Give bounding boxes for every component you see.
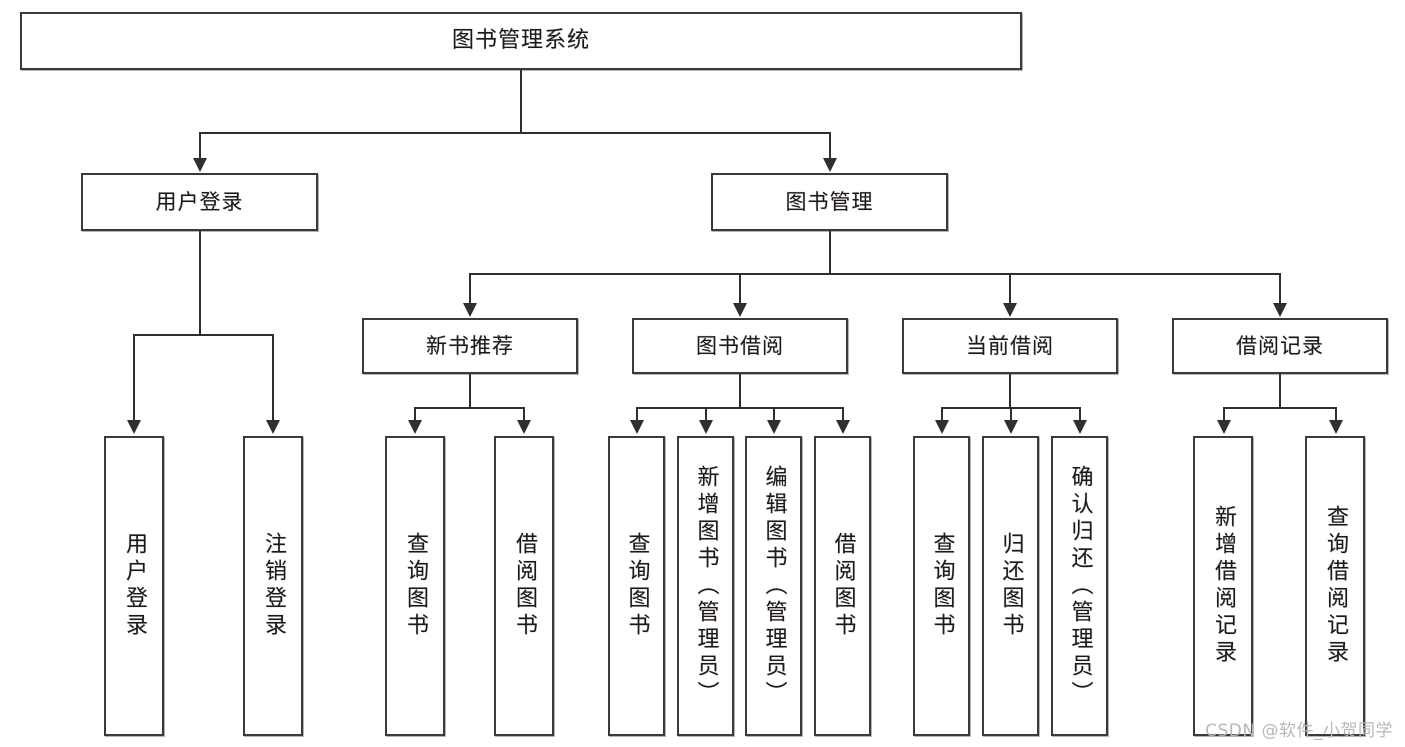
leaf-confirm-return-admin[interactable]: 确认归还（管理员） [1051,436,1108,736]
node-label: 归还图书 [998,532,1024,640]
connector-to-new-book [469,273,471,305]
node-label: 确认归还（管理员） [1067,464,1093,708]
leaf-add-borrow-record[interactable]: 新增借阅记录 [1193,436,1253,736]
node-label: 新书推荐 [426,333,514,358]
connector-root-bus [199,132,831,134]
node-label: 查询图书 [624,532,650,640]
arrow-down-icon [463,303,477,317]
node-label: 新增图书（管理员） [693,464,719,708]
node-label: 查询图书 [929,532,955,640]
node-label: 查询图书 [403,532,428,640]
connector-new-book-stem [469,374,471,407]
leaf-query-book-current[interactable]: 查询图书 [913,436,970,736]
arrow-down-icon [630,420,644,434]
arrow-down-icon [1329,420,1343,434]
leaf-user-login[interactable]: 用户登录 [104,436,164,736]
leaf-query-book-recommend[interactable]: 查询图书 [385,436,445,736]
connector-to-leaf [636,407,638,422]
arrow-down-icon [1073,420,1087,434]
connector-user-login-stem [199,231,201,334]
node-label: 借阅图书 [512,532,537,640]
connector-to-leaf [1223,407,1225,422]
node-label: 图书借阅 [696,333,784,358]
connector-to-book-borrow [739,273,741,305]
node-current-borrow[interactable]: 当前借阅 [902,318,1118,374]
arrow-down-icon [823,158,837,172]
arrow-down-icon [1003,303,1017,317]
arrow-down-icon [1004,420,1018,434]
connector-to-leaf [842,407,844,422]
leaf-return-book[interactable]: 归还图书 [982,436,1039,736]
arrow-down-icon [1273,303,1287,317]
arrow-down-icon [935,420,949,434]
leaf-query-book-borrow[interactable]: 查询图书 [608,436,665,736]
node-label: 新增借阅记录 [1211,505,1236,667]
connector-book-mgmt-stem [829,231,831,273]
connector-new-book-bus [414,407,524,409]
connector-current-borrow-stem [1009,374,1011,407]
leaf-add-book-admin[interactable]: 新增图书（管理员） [677,436,734,736]
node-book-management[interactable]: 图书管理 [711,173,948,231]
node-label: 用户登录 [155,189,244,214]
arrow-down-icon [266,420,280,434]
connector-book-mgmt-bus [469,273,1281,275]
connector-to-leaf [1079,407,1081,422]
node-label: 图书管理 [785,189,874,214]
node-label: 编辑图书（管理员） [761,464,787,708]
node-label: 注销登录 [261,532,286,640]
connector-to-leaf [523,407,525,422]
connector-root-to-book-mgmt [829,132,831,160]
node-label: 当前借阅 [966,333,1054,358]
node-label: 图书管理系统 [451,28,590,54]
node-book-borrow[interactable]: 图书借阅 [632,318,848,374]
leaf-logout[interactable]: 注销登录 [243,436,303,736]
node-borrow-record[interactable]: 借阅记录 [1172,318,1388,374]
leaf-edit-book-admin[interactable]: 编辑图书（管理员） [745,436,802,736]
connector-to-borrow-record [1279,273,1281,305]
node-label: 借阅图书 [830,532,856,640]
connector-to-leaf [941,407,943,422]
watermark-text: CSDN @软件_小贺同学 [1205,721,1393,741]
arrow-down-icon [193,158,207,172]
connector-to-leaf [705,407,707,422]
arrow-down-icon [733,303,747,317]
connector-to-leaf [272,334,274,422]
connector-borrow-record-bus [1223,407,1336,409]
node-user-login[interactable]: 用户登录 [81,173,318,231]
node-label: 借阅记录 [1236,333,1324,358]
connector-borrow-record-stem [1279,374,1281,407]
arrow-down-icon [767,420,781,434]
arrow-down-icon [517,420,531,434]
connector-to-leaf [1010,407,1012,422]
arrow-down-icon [127,420,141,434]
arrow-down-icon [1217,420,1231,434]
connector-book-borrow-stem [739,374,741,407]
arrow-down-icon [408,420,422,434]
leaf-borrow-book-recommend[interactable]: 借阅图书 [494,436,554,736]
node-label: 查询借阅记录 [1323,505,1348,667]
connector-root-to-user-login [199,132,201,160]
connector-to-leaf [414,407,416,422]
node-root-system[interactable]: 图书管理系统 [20,12,1022,70]
connector-user-login-bus [133,334,273,336]
connector-root-stem [520,70,522,132]
leaf-borrow-book[interactable]: 借阅图书 [814,436,871,736]
connector-book-borrow-bus [636,407,844,409]
connector-to-leaf [133,334,135,422]
connector-to-leaf [1335,407,1337,422]
connector-to-current-borrow [1009,273,1011,305]
node-label: 用户登录 [122,532,147,640]
arrow-down-icon [699,420,713,434]
arrow-down-icon [836,420,850,434]
connector-to-leaf [773,407,775,422]
leaf-query-borrow-record[interactable]: 查询借阅记录 [1305,436,1365,736]
node-new-book-recommend[interactable]: 新书推荐 [362,318,578,374]
